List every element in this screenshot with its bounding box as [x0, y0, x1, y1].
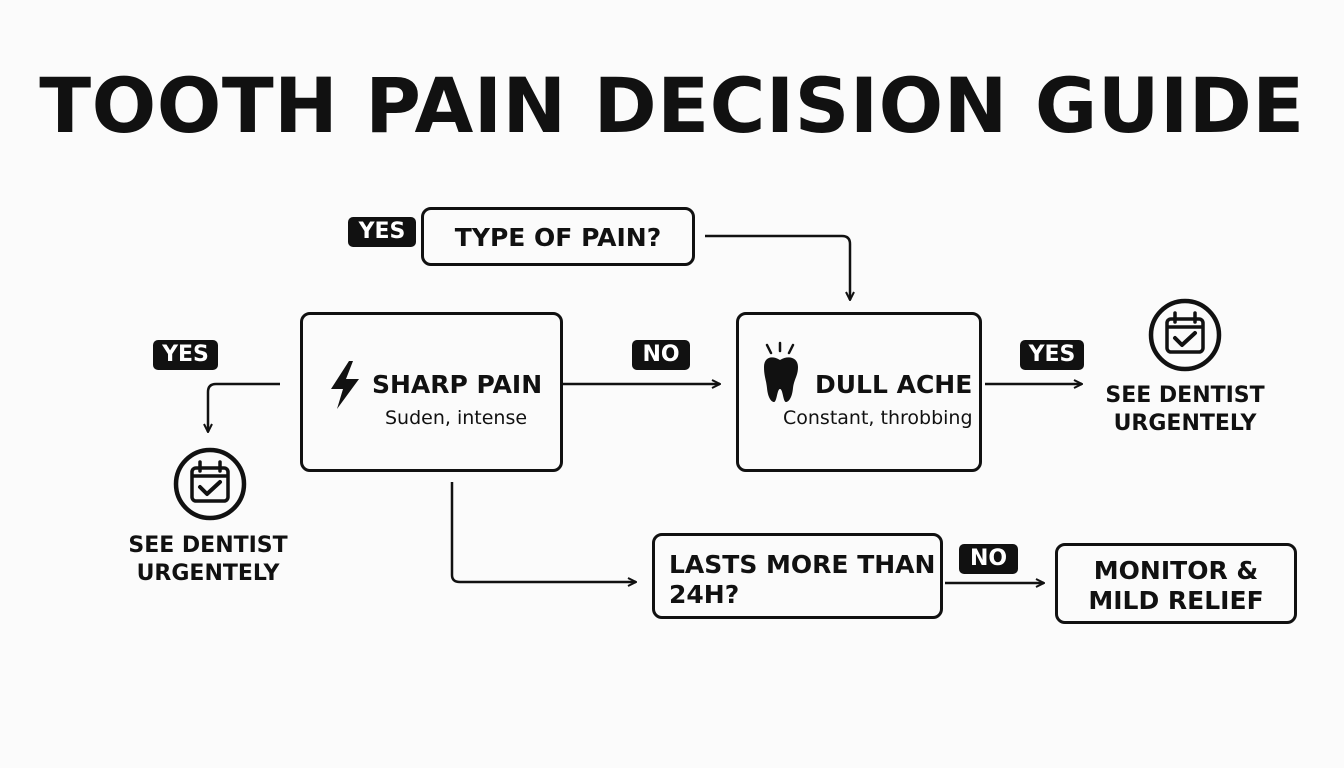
outcome-right-line2: URGENTELY — [1113, 411, 1257, 436]
node-lasts-24h-line1: LASTS MORE THAN — [669, 550, 936, 579]
node-dull-ache-sub: Constant, throbbing — [783, 407, 973, 429]
edge-label-yes-left: YES — [153, 340, 218, 370]
node-type-of-pain: TYPE OF PAIN? — [421, 207, 695, 266]
node-monitor: MONITOR & MILD RELIEF — [1055, 543, 1297, 624]
node-lasts-24h-label: LASTS MORE THAN 24H? — [669, 550, 935, 610]
node-monitor-line1: MONITOR & — [1093, 556, 1259, 585]
tooth-icon — [764, 341, 798, 402]
lightning-bolt-icon — [331, 361, 359, 409]
edge-label-no-bottom: NO — [959, 544, 1018, 574]
arrow-sharp-to-lasts — [450, 482, 636, 582]
arrow-to-left-dentist — [208, 382, 280, 432]
node-type-of-pain-label: TYPE OF PAIN? — [454, 223, 662, 252]
outcome-see-dentist-left: SEE DENTIST URGENTELY — [123, 532, 293, 588]
arrow-type-to-dull — [705, 234, 850, 300]
node-sharp-pain-label: SHARP PAIN — [372, 370, 543, 399]
node-lasts-24h-line2: 24H? — [669, 580, 740, 609]
node-monitor-label: MONITOR & MILD RELIEF — [1058, 556, 1294, 616]
node-sharp-pain-sub: Suden, intense — [385, 407, 528, 429]
node-dull-ache-label: DULL ACHE — [815, 370, 973, 399]
calendar-check-icon — [1148, 298, 1222, 372]
edge-label-no-middle: NO — [632, 340, 690, 370]
outcome-left-line2: URGENTELY — [136, 561, 280, 586]
node-lasts-24h: LASTS MORE THAN 24H? — [652, 533, 943, 619]
node-dull-ache: DULL ACHE Constant, throbbing — [736, 312, 982, 472]
outcome-right-line1: SEE DENTIST — [1105, 383, 1265, 408]
node-sharp-pain: SHARP PAIN Suden, intense — [300, 312, 563, 472]
edge-label-yes-top: YES — [348, 217, 416, 247]
node-monitor-line2: MILD RELIEF — [1088, 586, 1264, 615]
calendar-check-icon — [173, 447, 247, 521]
outcome-see-dentist-right: SEE DENTIST URGENTELY — [1100, 382, 1270, 438]
page-title: TOOTH PAIN DECISION GUIDE — [39, 61, 1305, 150]
edge-label-yes-right: YES — [1020, 340, 1084, 370]
outcome-left-line1: SEE DENTIST — [128, 533, 288, 558]
